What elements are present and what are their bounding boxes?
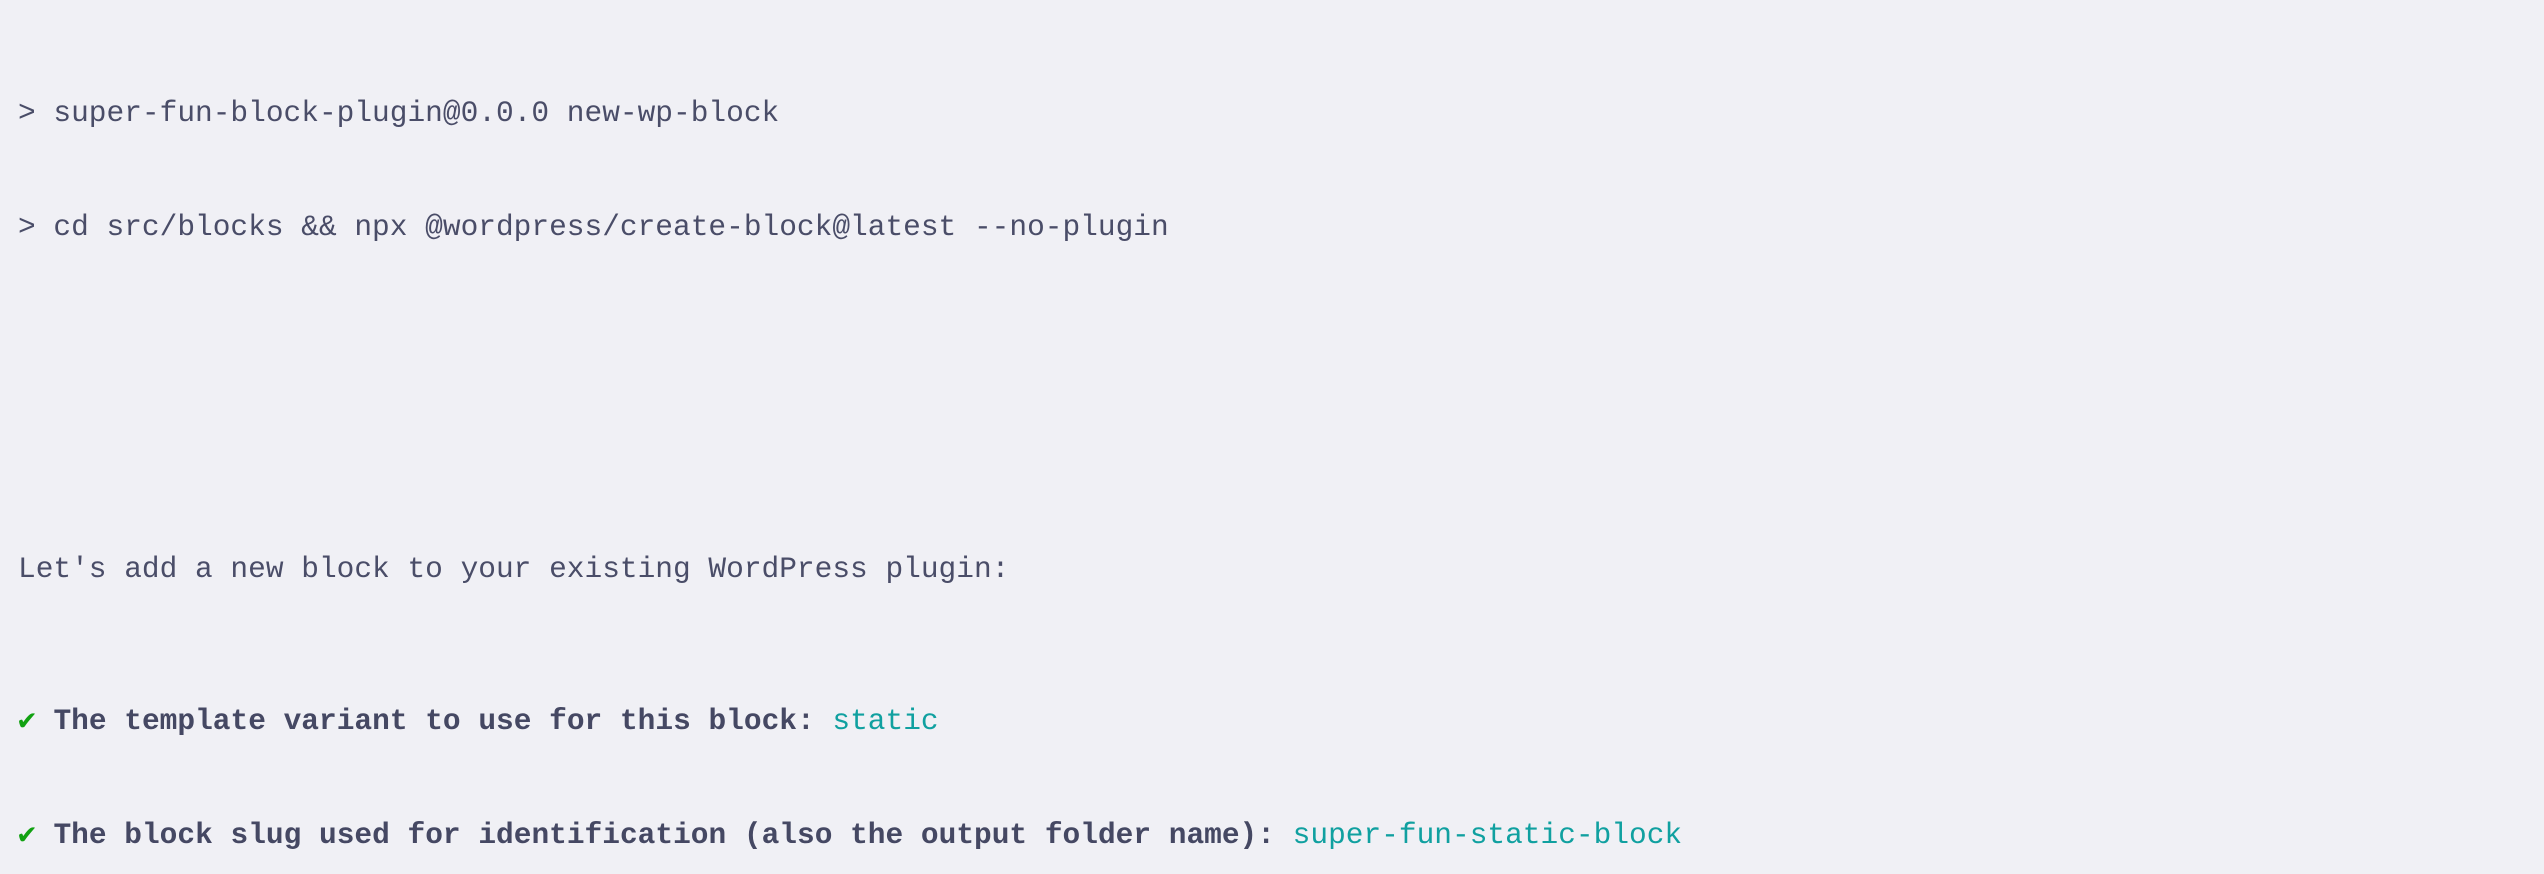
- command-line: > cd src/blocks && npx @wordpress/create…: [18, 208, 2544, 246]
- blank-line: [18, 436, 2544, 474]
- prompt-symbol: >: [18, 210, 36, 244]
- blank-line: [18, 322, 2544, 360]
- prompt-symbol: >: [18, 96, 36, 130]
- check-icon: ✔: [18, 818, 36, 852]
- prompt-answer: super-fun-static-block: [1292, 818, 1683, 852]
- command-text: cd src/blocks && npx @wordpress/create-b…: [53, 210, 1169, 244]
- prompt-row: ✔ The template variant to use for this b…: [18, 702, 2544, 740]
- intro-text: Let's add a new block to your existing W…: [18, 552, 1010, 586]
- prompt-question: The block slug used for identification (…: [53, 818, 1275, 852]
- command-line: > super-fun-block-plugin@0.0.0 new-wp-bl…: [18, 94, 2544, 132]
- prompt-row: ✔ The block slug used for identification…: [18, 816, 2544, 854]
- prompt-question: The template variant to use for this blo…: [53, 704, 815, 738]
- check-icon: ✔: [18, 704, 36, 738]
- prompt-answer: static: [832, 704, 939, 738]
- command-text: super-fun-block-plugin@0.0.0 new-wp-bloc…: [53, 96, 780, 130]
